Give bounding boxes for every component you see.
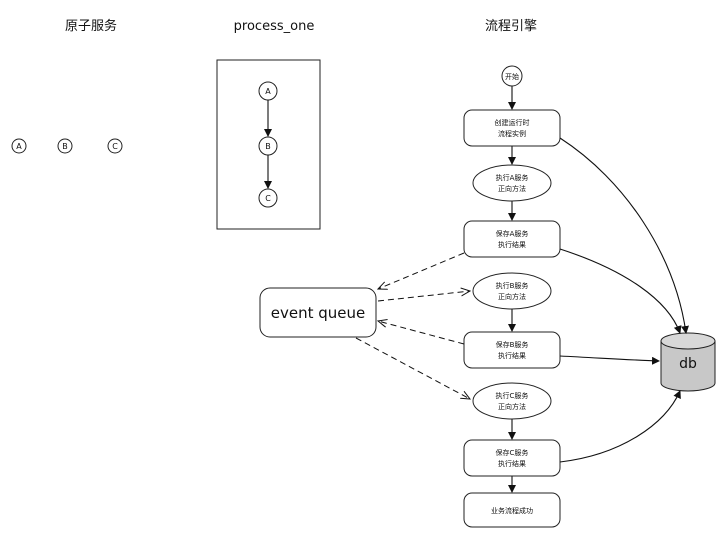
engine-exec-b: 执行B服务 正向方法 [472,272,552,310]
heading-atomic-services: 原子服务 [65,18,117,34]
process-node-c-label: C [265,194,271,203]
engine-exec-c-line2: 正向方法 [498,402,526,411]
process-node-a-label: A [265,87,271,96]
process-node-b-label: B [265,142,271,151]
db-label: db [679,356,697,372]
engine-exec-b-line2: 正向方法 [498,292,526,301]
process-node-c: C [258,188,278,208]
atomic-service-c-label: C [112,142,118,151]
engine-save-c-line2: 执行结果 [498,459,526,468]
heading-process-one: process_one [234,19,315,34]
engine-exec-c-line1: 执行C服务 [496,391,529,400]
atomic-service-c: C [107,138,123,154]
engine-save-c: 保存C服务 执行结果 [463,439,561,477]
dashed-queue-to-execC [355,337,470,399]
engine-exec-a-line2: 正向方法 [498,184,526,193]
dashed-queue-to-execB [377,291,470,302]
engine-exec-a: 执行A服务 正向方法 [472,164,552,202]
atomic-service-a: A [11,138,27,154]
heading-engine: 流程引擎 [485,19,537,34]
engine-create-line1: 创建运行时 [495,118,530,127]
atomic-service-b: B [57,138,73,154]
engine-exec-c: 执行C服务 正向方法 [472,382,552,420]
atomic-service-b-label: B [62,142,68,151]
db-cylinder: db [660,332,716,392]
dashed-saveA-to-queue [378,252,465,289]
engine-exec-a-line1: 执行A服务 [496,173,529,182]
event-queue-node: event queue [259,287,377,338]
engine-save-a: 保存A服务 执行结果 [463,220,561,258]
curve-saveC-to-db [559,390,681,463]
event-queue-label: event queue [271,304,365,322]
engine-save-b: 保存B服务 执行结果 [463,331,561,369]
engine-start-label: 开始 [505,72,519,81]
dashed-saveB-to-queue [378,321,465,345]
engine-save-b-line1: 保存B服务 [496,340,529,349]
engine-save-a-line2: 执行结果 [498,240,526,249]
atomic-service-a-label: A [16,142,22,151]
curve-create-to-db [559,137,689,334]
curve-saveA-to-db [559,248,682,334]
engine-save-c-line1: 保存C服务 [496,448,529,457]
engine-save-b-line2: 执行结果 [498,351,526,360]
process-node-b: B [258,136,278,156]
engine-create-line2: 流程实例 [498,129,526,138]
curve-saveB-to-db [559,355,660,365]
engine-create-instance: 创建运行时 流程实例 [463,109,561,147]
engine-success: 业务流程成功 [463,492,561,528]
engine-success-label: 业务流程成功 [491,506,533,515]
engine-start-node: 开始 [501,65,523,87]
engine-exec-b-line1: 执行B服务 [496,281,529,290]
engine-save-a-line1: 保存A服务 [496,229,529,238]
process-node-a: A [258,81,278,101]
